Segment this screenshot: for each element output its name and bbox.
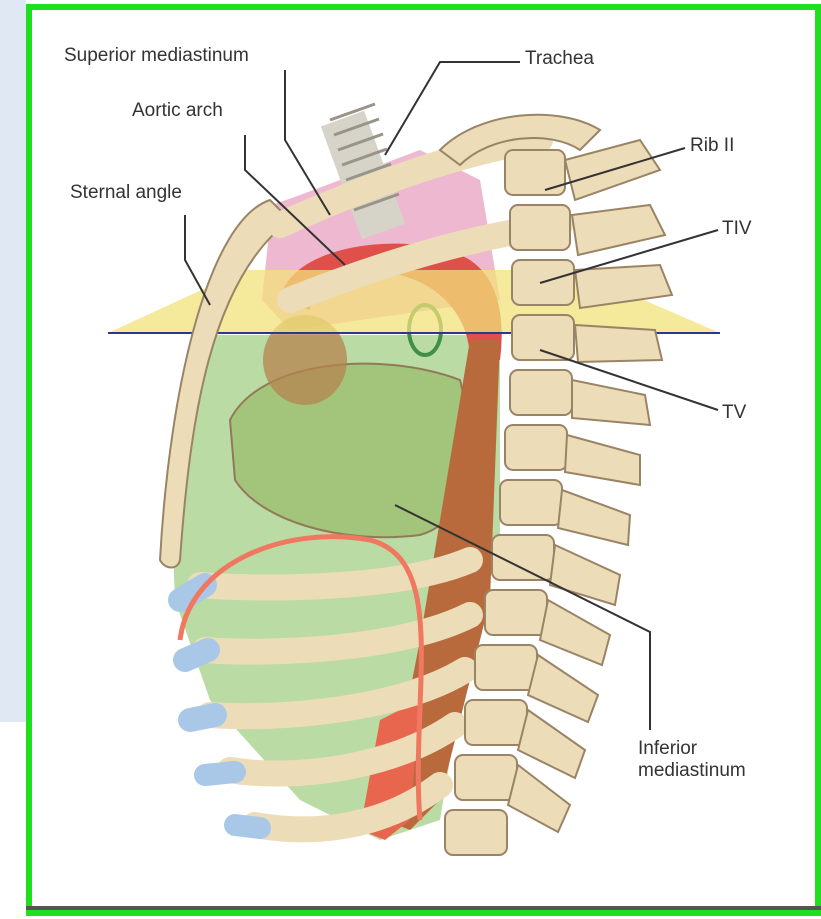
label-tv: TV (722, 402, 746, 424)
label-trachea: Trachea (525, 48, 594, 70)
frame-shadow (26, 906, 821, 910)
label-superior-mediastinum: Superior mediastinum (64, 45, 249, 67)
label-tiv: TIV (722, 218, 752, 240)
label-inferior-mediastinum: Inferior mediastinum (638, 738, 746, 782)
label-inferior-line1: Inferior (638, 738, 697, 759)
label-rib-ii: Rib II (690, 135, 734, 157)
label-sternal-angle: Sternal angle (70, 182, 182, 204)
label-aortic-arch: Aortic arch (132, 100, 223, 122)
label-inferior-line2: mediastinum (638, 760, 746, 781)
